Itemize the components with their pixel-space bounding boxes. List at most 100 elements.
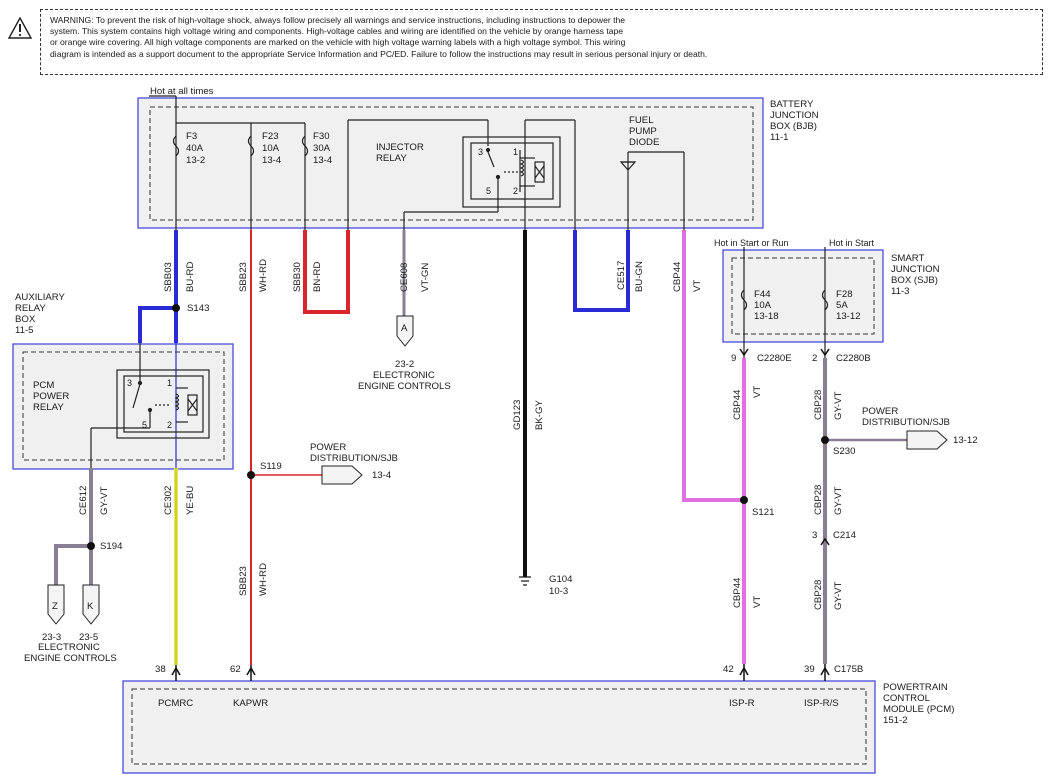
fuse-id: F30: [313, 131, 330, 142]
connector-c2280e: C2280E: [757, 353, 792, 364]
splice-s143: S143: [187, 303, 209, 314]
circuit-id: GD123: [512, 400, 523, 430]
fuel-pump-diode-label: FUEL: [629, 115, 654, 126]
wire-color: GY-VT: [833, 581, 844, 610]
sjb-name: SMART: [891, 253, 925, 264]
offpage-label: DISTRIBUTION/SJB: [862, 417, 950, 428]
pcm-power-relay-label: POWER: [33, 391, 69, 402]
circuit-id: SBB30: [292, 262, 303, 292]
offpage-label: POWER: [310, 442, 346, 453]
splice-s194: S194: [100, 541, 123, 552]
warning-line: diagram is intended as a support documen…: [50, 48, 708, 59]
wire-sbb30: [303, 230, 350, 314]
splice-s230: S230: [833, 446, 855, 457]
offpage-label: ENGINE CONTROLS: [24, 653, 117, 664]
circuit-id: SBB23: [238, 262, 249, 292]
battery-junction-box: [137, 97, 764, 229]
hot-in-start-or-run-label: Hot in Start or Run: [714, 238, 789, 248]
injector-relay-symbol: [462, 136, 561, 208]
wire-color: VT: [752, 386, 763, 398]
hot-at-all-times-label: Hot at all times: [150, 86, 214, 97]
offpage-label: ELECTRONIC: [373, 370, 435, 381]
connector-pin: 3: [812, 530, 817, 541]
circuit-id: SBB23: [238, 566, 249, 596]
circuit-labels: SBB03 BU-RD SBB23 WH-RD SBB30 BN-RD CE60…: [78, 259, 844, 610]
pcm-pin-name: PCMRC: [158, 698, 193, 709]
offpage-a: A 23-2 ELECTRONIC ENGINE CONTROLS: [358, 315, 451, 392]
offpage-ref: 23-5: [79, 632, 98, 643]
bjb-name: BATTERY: [770, 99, 814, 110]
auxiliary-relay-box: [12, 343, 234, 470]
splice-dot: [247, 471, 255, 479]
fuse-f23: F23 10A 13-4: [262, 131, 282, 166]
ground-icon: [519, 576, 531, 586]
relay-pin: 5: [486, 186, 491, 196]
offpage-ref: 23-3: [42, 632, 61, 643]
ground-g104: G104: [549, 574, 573, 585]
relay-pin: 5: [142, 420, 147, 430]
relay-pin: 2: [513, 186, 518, 196]
sjb-name: JUNCTION: [891, 264, 940, 275]
wire-color: YE-BU: [185, 486, 196, 515]
connector-chevron: [820, 537, 830, 546]
fuse-ref: 13-4: [262, 155, 282, 166]
connector-c2280b: C2280B: [836, 353, 871, 364]
bjb-name: JUNCTION: [770, 110, 819, 121]
fuel-pump-diode-label: PUMP: [629, 126, 657, 137]
sjb-internal-wiring: [740, 247, 829, 358]
circuit-id: CBP28: [813, 580, 824, 610]
pcm-power-relay-symbol: [90, 343, 210, 468]
pcm-pin-number: 38: [155, 664, 166, 675]
relay-pin: 2: [167, 420, 172, 430]
splice-dot: [87, 542, 95, 550]
fuse-f3: F3 40A 13-2: [186, 131, 205, 166]
splices: [87, 304, 829, 550]
splice-dot: [821, 436, 829, 444]
circuit-id: CBP44: [672, 261, 683, 292]
circuit-id: CBP44: [732, 577, 743, 608]
injector-relay-label: INJECTOR: [376, 142, 424, 153]
sjb-name: 11-3: [891, 286, 910, 297]
smart-junction-box: [722, 249, 884, 343]
pcm-pin-number: 62: [230, 664, 241, 675]
wire-color: BU-RD: [185, 262, 196, 292]
offpage-ref: 13-12: [953, 435, 978, 446]
wire-color: WH-RD: [258, 563, 269, 596]
pcm-pin-name: ISP-R: [729, 698, 755, 709]
pcm-pin-number: 42: [723, 664, 734, 675]
offpage-power-distribution-left: POWER DISTRIBUTION/SJB 13-4: [310, 442, 398, 485]
wire-color: BN-RD: [312, 262, 323, 292]
fuse-ref: 13-18: [754, 311, 779, 322]
warning-line: or orange wire covering. All high voltag…: [50, 37, 626, 48]
circuit-id: CE302: [163, 486, 174, 515]
offpage-power-distribution-right: POWER DISTRIBUTION/SJB 13-12: [862, 406, 978, 450]
connector-chevrons: [171, 348, 830, 681]
offpage-label: DISTRIBUTION/SJB: [310, 453, 398, 464]
warning-text: WARNING: To prevent the risk of high-vol…: [50, 15, 1030, 60]
circuit-id: CE608: [399, 263, 410, 292]
pcm-name: MODULE (PCM): [883, 704, 954, 715]
fuse-rating: 40A: [186, 143, 204, 154]
fuse-id: F3: [186, 131, 197, 142]
bjb-internal-wiring: [149, 95, 685, 230]
splice-dot: [740, 496, 748, 504]
pcm-name: 151-2: [883, 715, 908, 726]
fuse-rating: 30A: [313, 143, 331, 154]
injector-relay-label: RELAY: [376, 153, 407, 164]
pcm-power-relay-label: RELAY: [33, 402, 64, 413]
wire-color: GY-VT: [833, 391, 844, 420]
wire-cbp44-bjb: [682, 230, 744, 502]
pcm-power-relay-label: PCM: [33, 380, 54, 391]
offpage-letter: Z: [52, 601, 58, 612]
bjb-fuses: [172, 135, 309, 157]
warning-box: WARNING: To prevent the risk of high-vol…: [40, 9, 1043, 75]
splice-dot: [172, 304, 180, 312]
hot-in-start-label: Hot in Start: [829, 238, 875, 248]
wire-ce612-z: [54, 544, 91, 585]
connector-pin: 2: [812, 353, 817, 364]
aux-box-name: BOX: [15, 314, 36, 325]
aux-box-name: 11-5: [15, 325, 34, 336]
offpage-ref: 23-2: [395, 359, 414, 370]
wire-color: GY-VT: [833, 486, 844, 515]
fuse-ref: 13-4: [313, 155, 333, 166]
